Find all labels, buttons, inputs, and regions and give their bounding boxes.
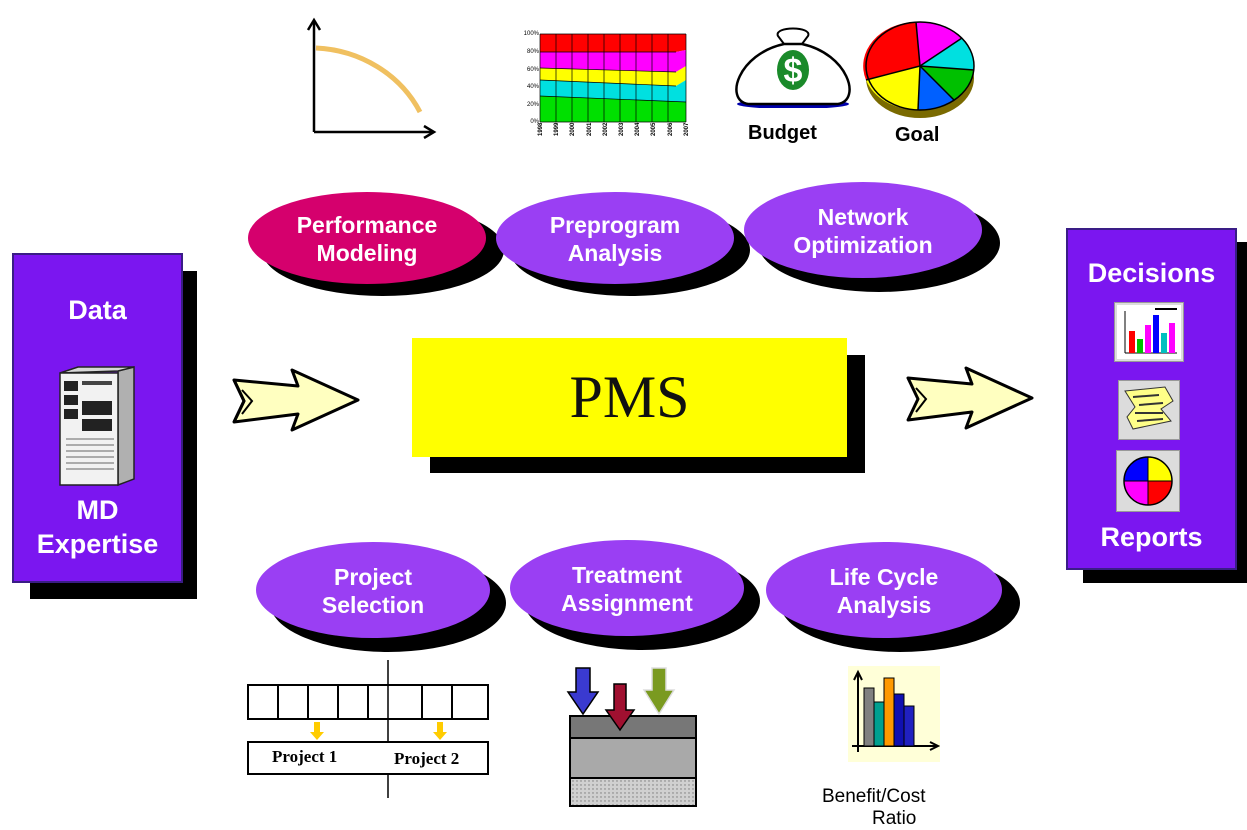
x-tick: 2000 <box>570 122 577 136</box>
x-tick: 2005 <box>651 122 658 136</box>
project-selection-diagram: Project 1 Project 2 <box>246 660 492 800</box>
decisions-label: Decisions <box>1087 258 1216 288</box>
x-tick: 2007 <box>683 122 690 136</box>
y-tick: 60% <box>526 67 539 73</box>
performance-curve-icon <box>306 17 437 139</box>
document-icon <box>1118 380 1180 440</box>
module-label: Life Cycle <box>829 564 939 590</box>
module-label: Project <box>334 564 412 590</box>
module-label: Performance <box>296 212 438 238</box>
module-label: Analysis <box>567 240 663 266</box>
x-tick: 1999 <box>554 122 561 136</box>
x-tick: 2003 <box>619 122 625 136</box>
server-icon <box>59 366 135 487</box>
outputs-box: Decisions <box>1066 228 1237 570</box>
sources-box: Data MD Expertise <box>12 253 183 583</box>
pms-box: PMS <box>412 338 847 457</box>
x-tick: 2001 <box>586 122 593 136</box>
stacked-area-chart: 100% 80% 60% 40% 20% 0% 1998 1999 2000 2001… <box>523 30 696 150</box>
module-label: Modeling <box>316 240 418 266</box>
module-label: Treatment <box>572 562 682 588</box>
x-tick: 2006 <box>667 122 674 136</box>
pavement-layers-icon <box>566 667 697 807</box>
benefit-cost-chart-icon <box>848 666 941 762</box>
y-tick: 80% <box>526 49 539 55</box>
svg-text:$: $ <box>784 52 803 90</box>
money-bag-icon: $ <box>735 27 851 108</box>
output-arrow-icon <box>906 366 1034 430</box>
y-tick: 0% <box>530 119 539 125</box>
x-tick: 1998 <box>538 122 544 136</box>
data-label: Data <box>68 295 127 325</box>
pms-label: PMS <box>569 364 690 430</box>
module-label: Preprogram <box>549 212 681 238</box>
expertise-label: Expertise <box>36 529 159 559</box>
benefit-cost-label: Benefit/Cost <box>822 786 926 807</box>
module-label: Assignment <box>561 590 693 616</box>
project-2-label: Project 2 <box>394 749 460 768</box>
y-tick: 100% <box>523 31 539 37</box>
goal-label: Goal <box>895 124 940 146</box>
reports-label: Reports <box>1100 522 1203 552</box>
y-tick: 20% <box>526 102 539 108</box>
x-tick: 2004 <box>635 122 642 136</box>
budget-label: Budget <box>748 122 817 144</box>
module-label: Network <box>817 204 909 230</box>
x-tick-labels: 1998 1999 2000 2001 2002 2003 2004 2005 2006 2007 <box>526 122 696 150</box>
md-label: MD <box>76 495 119 525</box>
y-tick: 40% <box>526 84 539 90</box>
ratio-label: Ratio <box>872 808 917 829</box>
pie-chart-icon <box>1116 450 1180 512</box>
bar-chart-icon <box>1114 302 1184 362</box>
module-label: Optimization <box>793 232 933 258</box>
module-label: Selection <box>321 592 425 618</box>
x-tick: 2002 <box>602 122 609 136</box>
project-1-label: Project 1 <box>272 747 338 766</box>
input-arrow-icon <box>232 368 360 432</box>
goal-pie-icon <box>863 21 975 118</box>
module-label: Analysis <box>836 592 932 618</box>
